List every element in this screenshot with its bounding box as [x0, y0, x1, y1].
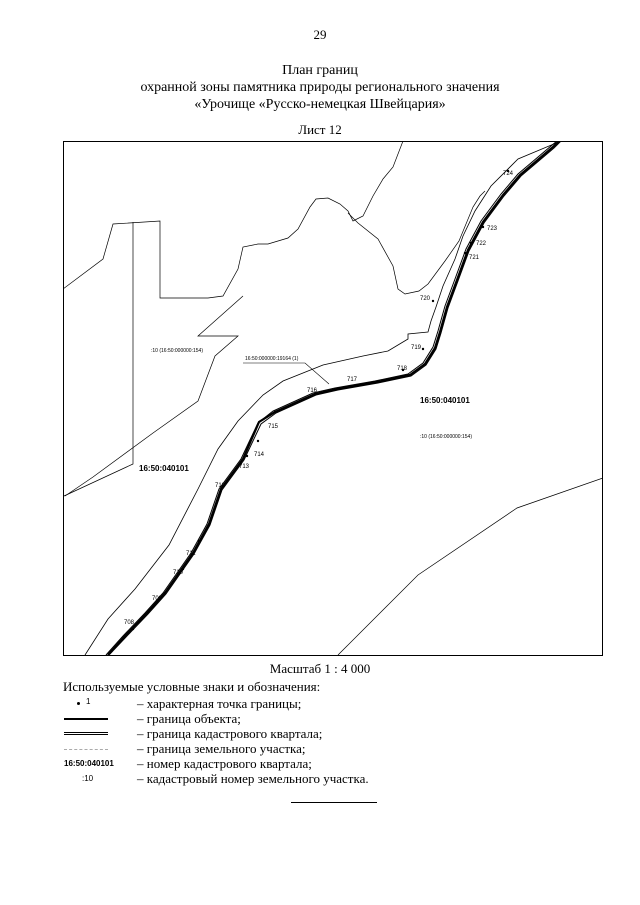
parcel-number-left: :10 (16:50:000000:154) — [151, 348, 203, 354]
point-724 — [506, 169, 510, 173]
zone-outer-boundary — [84, 141, 562, 656]
legend-symbol-quarter-boundary — [64, 726, 144, 742]
point-711 — [197, 539, 201, 543]
legend-text: – граница земельного участка; — [137, 741, 306, 756]
point-label: 716 — [307, 388, 318, 394]
legend-text: – характерная точка границы; — [137, 696, 302, 711]
parcel-number-sample: :10 — [82, 774, 94, 783]
legend-row-object-boundary: – граница объекта; — [0, 711, 640, 727]
point-label: 713 — [239, 464, 250, 470]
parcel-boundary-diagonal — [64, 295, 244, 497]
thick-line-icon — [64, 718, 108, 720]
point-721 — [463, 251, 467, 255]
point-label: 712 — [215, 483, 226, 489]
point-label: 710 — [173, 570, 184, 576]
point-719 — [421, 347, 425, 351]
point-label: 723 — [487, 226, 498, 232]
legend-row-quarter-boundary: – граница кадастрового квартала; — [0, 726, 640, 742]
title-line-2: охранной зоны памятника природы регионал… — [140, 80, 500, 95]
parcel-boundary-south-east — [337, 477, 603, 656]
legend-symbol-object-boundary — [64, 711, 144, 727]
point-716 — [313, 392, 317, 396]
parcel-boundary-ridge — [347, 190, 486, 295]
point-720 — [431, 299, 435, 303]
parcel-boundary-north — [63, 141, 404, 299]
quarter-number-left: 16:50:040101 — [139, 464, 189, 473]
quarter-number-right: 16:50:040101 — [420, 396, 470, 405]
legend-heading: Используемые условные знаки и обозначени… — [63, 679, 321, 694]
legend-symbol-parcel-number: :10 — [64, 771, 144, 787]
point-label: 724 — [503, 171, 514, 177]
point-label: 708 — [124, 620, 135, 626]
quarter-boundary-b — [108, 141, 562, 656]
legend-text: – номер кадастрового квартала; — [137, 756, 312, 771]
map-border — [63, 141, 603, 656]
point-dot-icon — [77, 702, 80, 705]
point-label: 715 — [268, 424, 279, 430]
point-722 — [469, 241, 473, 245]
point-708 — [131, 627, 135, 631]
point-label: 722 — [476, 241, 487, 247]
sheet-label: Лист 12 — [298, 122, 342, 137]
point-label: 721 — [469, 255, 480, 261]
legend-row-point: 1 – характерная точка границы; — [0, 696, 640, 712]
scale-label: Масштаб 1 : 4 000 — [269, 661, 371, 676]
map-frame: 708 709 710 711 712 713 714 715 716 717 … — [63, 141, 603, 656]
point-label: 714 — [254, 452, 265, 458]
parcel-callout-leader — [243, 362, 330, 385]
legend-symbol-quarter-number: 16:50:040101 — [64, 756, 144, 772]
point-723 — [481, 225, 485, 229]
point-label: 719 — [411, 345, 422, 351]
point-713 — [245, 454, 249, 458]
parcel-boundary-left-inner — [63, 222, 134, 497]
title-line-3: «Урочище «Русско-немецкая Швейцария» — [194, 97, 446, 112]
legend-row-parcel-boundary: – граница земельного участка; — [0, 741, 640, 757]
point-label: 709 — [152, 596, 163, 602]
point-717 — [357, 383, 361, 387]
point-714 — [256, 439, 260, 443]
characteristic-points — [131, 169, 510, 631]
double-line-icon — [64, 732, 108, 733]
map-drawing: 708 709 710 711 712 713 714 715 716 717 … — [63, 141, 603, 656]
point-709 — [163, 591, 167, 595]
quarter-boundary-a — [105, 141, 558, 656]
point-718 — [401, 368, 405, 372]
point-712 — [221, 484, 225, 488]
parcel-callout-label: 16:50:000000:19164 (1) — [245, 356, 299, 362]
title-line-1: План границ — [282, 63, 358, 78]
legend-row-parcel-number: :10 – кадастровый номер земельного участ… — [0, 771, 640, 787]
point-715 — [273, 410, 277, 414]
parcel-number-right: :10 (16:50:000000:154) — [420, 434, 472, 440]
page-number: 29 — [313, 27, 327, 42]
point-label: 720 — [420, 296, 431, 302]
legend-row-quarter-number: 16:50:040101 – номер кадастрового кварта… — [0, 756, 640, 772]
quarter-number-sample: 16:50:040101 — [64, 759, 114, 768]
legend-text: – граница кадастрового квартала; — [137, 726, 323, 741]
point-label: 711 — [186, 551, 196, 557]
legend-text: – кадастровый номер земельного участка. — [137, 771, 369, 786]
object-boundary — [107, 141, 560, 656]
point-label: 718 — [397, 366, 408, 372]
legend-symbol-point: 1 — [64, 696, 144, 712]
point-number-sample: 1 — [86, 697, 91, 706]
point-710 — [181, 567, 185, 571]
legend-text: – граница объекта; — [137, 711, 241, 726]
dashed-line-icon — [64, 749, 108, 750]
legend-symbol-parcel-boundary — [64, 741, 144, 757]
point-label: 717 — [347, 377, 358, 383]
bottom-divider — [291, 802, 377, 803]
